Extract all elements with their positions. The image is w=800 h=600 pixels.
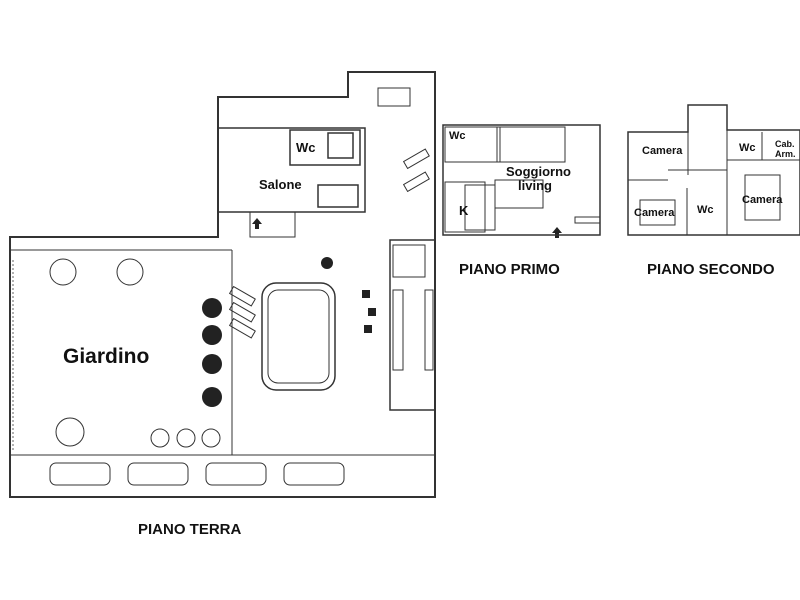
room-label-salone: Salone <box>259 177 302 192</box>
room-label-camera: Camera <box>634 207 675 219</box>
second-floor-title: PIANO SECONDO <box>647 261 775 278</box>
room-label-living: living <box>518 178 552 193</box>
room-label-camera: Camera <box>642 145 683 157</box>
room-label-soggiorno: Soggiorno <box>506 164 571 179</box>
pool <box>261 282 336 391</box>
room-label-wc: Wc <box>697 204 714 216</box>
ground-floor-plan <box>9 71 562 498</box>
room-label-cab: Cab. <box>775 139 795 149</box>
room-label-wc: Wc <box>739 142 756 154</box>
salone-room <box>217 127 366 213</box>
room-label-camera: Camera <box>742 194 783 206</box>
room-label-wc: Wc <box>296 140 316 155</box>
room-label-wc: Wc <box>449 130 466 142</box>
second-floor-plan <box>627 104 800 236</box>
first-floor-plan <box>442 124 601 236</box>
room-label-arm: Arm. <box>775 149 796 159</box>
room-label-kitchen: K <box>459 203 469 218</box>
side-structure <box>389 239 436 411</box>
ground-floor-title: PIANO TERRA <box>138 521 242 538</box>
first-floor-title: PIANO PRIMO <box>459 261 560 278</box>
room-label-giardino: Giardino <box>63 345 150 368</box>
